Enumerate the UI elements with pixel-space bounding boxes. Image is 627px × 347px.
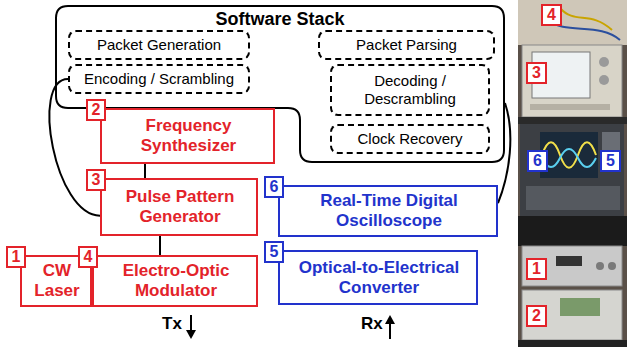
software-module-box: Encoding / Scrambling bbox=[68, 64, 250, 94]
photo-callout-number: 1 bbox=[526, 258, 547, 280]
signal-direction-label: Rx bbox=[361, 314, 383, 334]
callout-number: 4 bbox=[78, 246, 98, 268]
callout-number: 5 bbox=[264, 241, 284, 263]
module-name: Packet Generation bbox=[97, 36, 221, 54]
callout-number: 1 bbox=[6, 246, 26, 268]
callout-number: 2 bbox=[86, 99, 106, 121]
transmitter-instrument-box: 3Pulse Pattern Generator bbox=[100, 178, 258, 236]
module-name: Clock Recovery bbox=[357, 130, 462, 148]
instrument-name: Frequency Synthesizer bbox=[110, 116, 267, 156]
rx-arrow bbox=[385, 315, 395, 339]
callout-number: 6 bbox=[264, 176, 284, 198]
instrument-name: Electro-Optic Modulator bbox=[102, 261, 250, 301]
software-module-box: Packet Generation bbox=[68, 30, 250, 60]
software-module-box: Decoding / Descrambling bbox=[330, 64, 490, 116]
callout-number: 3 bbox=[86, 169, 106, 191]
software-module-box: Packet Parsing bbox=[318, 30, 495, 60]
photo-callout-number: 4 bbox=[541, 4, 562, 26]
signal-connector bbox=[159, 236, 161, 255]
software-module-box: Clock Recovery bbox=[330, 124, 490, 154]
instrument-name: Real-Time Digital Oscilloscope bbox=[288, 191, 490, 231]
photo-callout-number: 3 bbox=[526, 62, 547, 84]
tx-arrow bbox=[186, 315, 196, 339]
photo-callout-number: 5 bbox=[600, 150, 621, 172]
stack-title: Software Stack bbox=[55, 9, 505, 30]
transmitter-instrument-box: 2Frequency Synthesizer bbox=[100, 108, 275, 164]
photo-callout-number: 6 bbox=[527, 150, 548, 172]
signal-direction-label: Tx bbox=[162, 314, 182, 334]
instrument-name: CW Laser bbox=[30, 261, 84, 301]
signal-connector bbox=[144, 164, 146, 178]
module-name: Packet Parsing bbox=[356, 36, 457, 54]
receiver-instrument-box: 6Real-Time Digital Oscilloscope bbox=[278, 185, 498, 237]
instrument-name: Pulse Pattern Generator bbox=[110, 187, 250, 227]
photo-callout-number: 2 bbox=[526, 305, 547, 327]
module-name: Decoding / Descrambling bbox=[338, 72, 482, 108]
module-name: Encoding / Scrambling bbox=[84, 70, 234, 88]
instrument-name: Optical-to-Electrical Converter bbox=[288, 258, 470, 298]
transmitter-instrument-box: 4Electro-Optic Modulator bbox=[92, 255, 258, 307]
receiver-instrument-box: 5Optical-to-Electrical Converter bbox=[278, 250, 478, 305]
